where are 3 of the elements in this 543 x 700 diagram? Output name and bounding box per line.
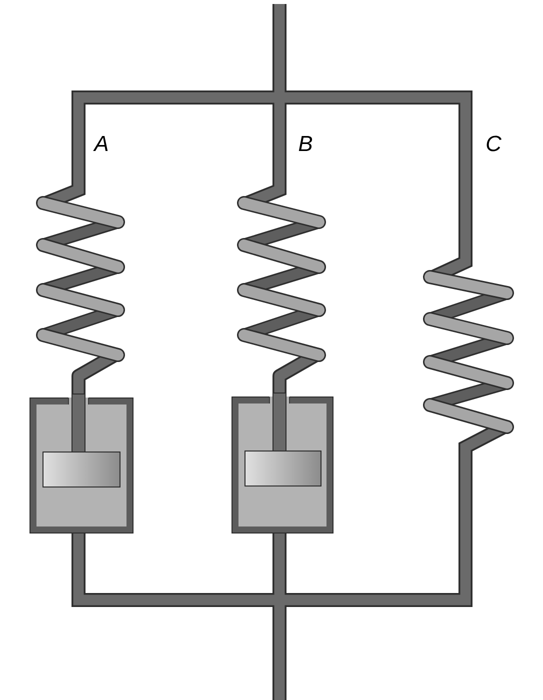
branch-label: A [93,136,108,152]
branch-label: C [486,136,502,152]
branch-label: B [298,136,312,152]
